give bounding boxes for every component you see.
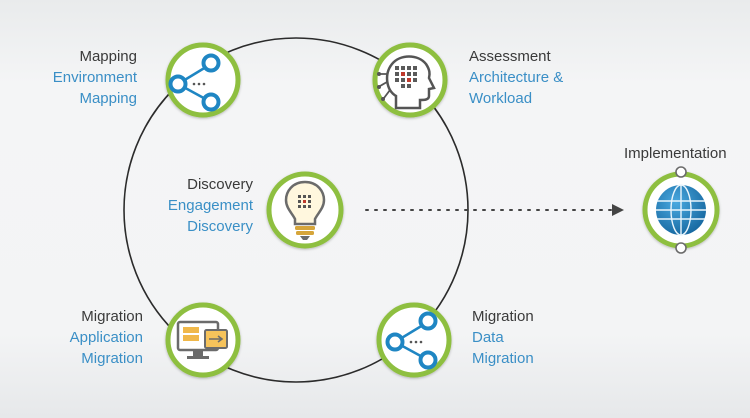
discovery-title: Discovery bbox=[187, 176, 253, 193]
mapping-title: Mapping bbox=[79, 48, 137, 65]
implementation-title: Implementation bbox=[624, 145, 727, 162]
data-migration-label: Migration Data Migration bbox=[472, 306, 534, 369]
assessment-label: Assessment Architecture & Workload bbox=[469, 46, 563, 109]
mapping-subtitle-2: Mapping bbox=[79, 90, 137, 107]
data-migration-title: Migration bbox=[472, 308, 534, 325]
mapping-label: Mapping Environment Mapping bbox=[53, 46, 137, 109]
discovery-subtitle-2: Discovery bbox=[187, 218, 253, 235]
app-migration-subtitle-1: Application bbox=[69, 329, 143, 346]
assessment-subtitle-1: Architecture & bbox=[469, 69, 564, 86]
assessment-subtitle-2: Workload bbox=[469, 90, 533, 107]
brain-head-icon bbox=[377, 55, 436, 110]
lightbulb-icon bbox=[284, 180, 326, 240]
app-migration-subtitle-2: Migration bbox=[81, 350, 143, 367]
monitor-transfer-icon bbox=[176, 320, 228, 359]
app-migration-title: Migration bbox=[81, 308, 143, 325]
arrow-to-implementation bbox=[365, 204, 624, 216]
mapping-subtitle-1: Environment bbox=[52, 69, 137, 86]
globe-icon bbox=[656, 166, 706, 254]
share-network-icon bbox=[168, 53, 221, 112]
app-migration-label: Migration Application Migration bbox=[70, 306, 143, 369]
share-network-icon bbox=[385, 311, 438, 370]
data-migration-subtitle-2: Migration bbox=[472, 350, 534, 367]
discovery-label: Discovery Engagement Discovery bbox=[168, 174, 253, 237]
mapping-node[interactable] bbox=[165, 42, 241, 118]
implementation-label: Implementation bbox=[624, 143, 727, 164]
assessment-title: Assessment bbox=[469, 48, 551, 65]
data-migration-subtitle-1: Data bbox=[472, 329, 504, 346]
discovery-subtitle-1: Engagement bbox=[167, 197, 253, 214]
